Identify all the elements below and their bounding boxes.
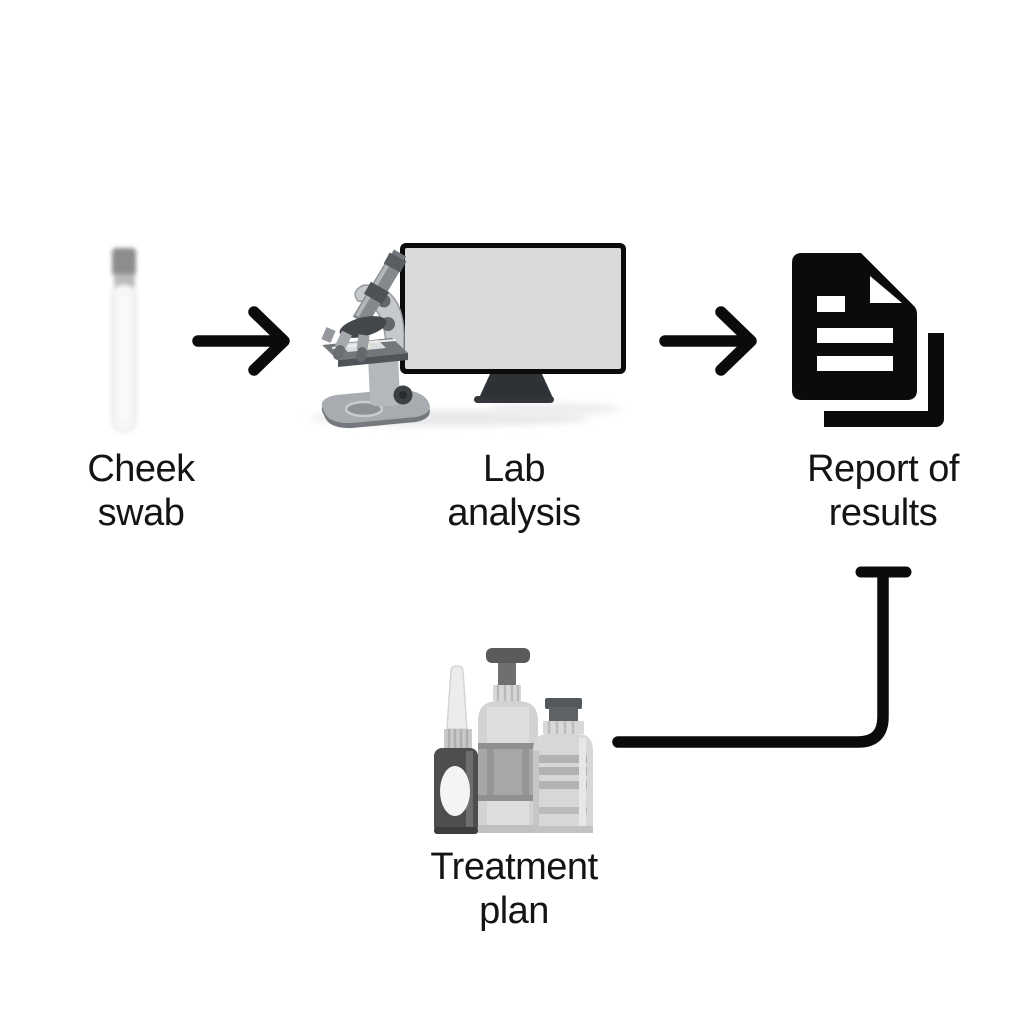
microscope <box>321 249 430 429</box>
microscope-monitor-icon <box>310 243 626 429</box>
monitor <box>400 243 626 403</box>
swab-cap <box>112 248 136 276</box>
nosepiece <box>339 316 387 338</box>
medicine-bottles-icon <box>434 648 593 834</box>
text-line <box>817 328 893 343</box>
pump-bottle <box>478 648 538 833</box>
label-line: results <box>828 492 938 534</box>
swab-tube-icon <box>111 248 137 432</box>
label-line: plan <box>479 890 549 932</box>
label-line: analysis <box>447 492 581 534</box>
microscope-mirror <box>344 400 384 418</box>
label-cheek-swab: Cheek swab <box>41 447 241 535</box>
arrow-right-icon <box>659 306 757 376</box>
label-line: Treatment <box>430 846 598 888</box>
bottle-right <box>533 698 593 833</box>
monitor-base <box>474 396 554 403</box>
monitor-screen <box>405 248 621 369</box>
back-page <box>824 333 944 427</box>
swab-tube-body <box>111 284 137 432</box>
label-line: Cheek <box>87 448 195 490</box>
label-lab-analysis: Lab analysis <box>414 447 614 535</box>
label-line: swab <box>97 492 185 534</box>
page-fold <box>870 276 902 303</box>
label-line: Report of <box>807 448 959 490</box>
swab-collar <box>114 274 135 287</box>
elbow-tee-connector <box>612 566 912 748</box>
arrow-right-icon <box>192 306 290 376</box>
label-line: Lab <box>483 448 545 490</box>
report-documents-icon <box>792 253 944 427</box>
label-report-of-results: Report of results <box>773 447 993 535</box>
label-treatment-plan: Treatment plan <box>404 845 624 933</box>
swab-tube-inner <box>116 291 132 425</box>
bottle-label <box>440 766 470 816</box>
text-line <box>817 356 893 371</box>
text-line-short <box>817 296 845 312</box>
dropper-bottle <box>434 665 478 834</box>
front-page <box>792 253 917 400</box>
monitor-stand <box>479 374 553 398</box>
